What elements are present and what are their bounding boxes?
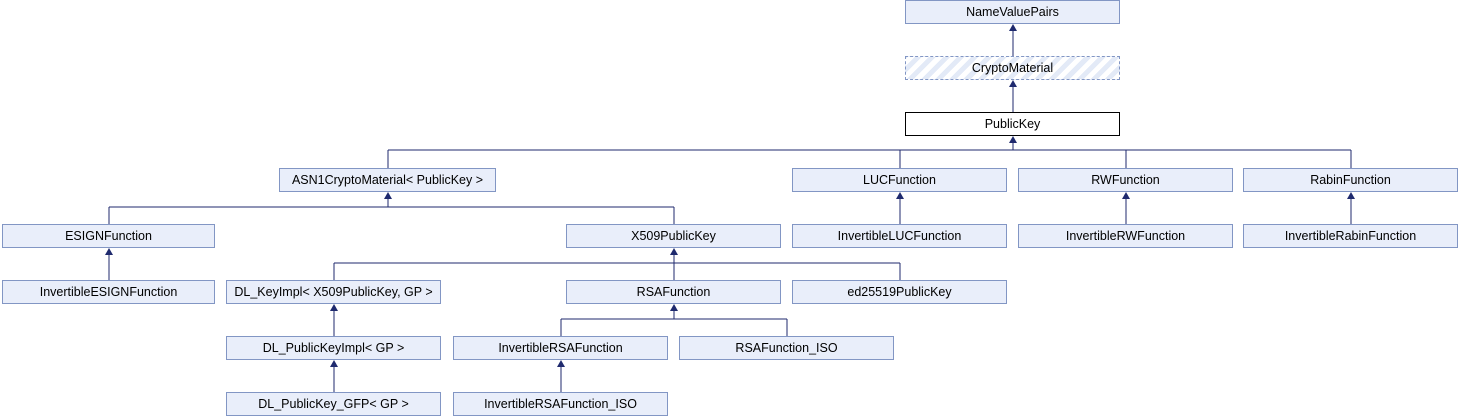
- edge-publickey-cryptomaterial-arrowhead-icon: [1009, 80, 1017, 87]
- class-node-label: InvertibleRWFunction: [1065, 229, 1186, 243]
- class-node-invertiblelucfunction[interactable]: InvertibleLUCFunction: [792, 224, 1007, 248]
- class-node-invertiblersafunction_iso[interactable]: InvertibleRSAFunction_ISO: [453, 392, 668, 416]
- class-node-label: PublicKey: [984, 117, 1041, 131]
- class-node-lucfunction[interactable]: LUCFunction: [792, 168, 1007, 192]
- class-node-label: LUCFunction: [863, 173, 936, 187]
- class-node-dl_keyimpl[interactable]: DL_KeyImpl< X509PublicKey, GP >: [226, 280, 441, 304]
- class-node-label: ESIGNFunction: [65, 229, 152, 243]
- class-node-label: DL_KeyImpl< X509PublicKey, GP >: [234, 285, 433, 299]
- class-node-label: NameValuePairs: [966, 5, 1059, 19]
- edge-publickey-children-arrowhead-icon: [1009, 136, 1017, 143]
- class-node-rwfunction[interactable]: RWFunction: [1018, 168, 1233, 192]
- edge-dl_publickeyimpl-child-arrowhead-icon: [330, 360, 338, 367]
- class-node-label: InvertibleRSAFunction_ISO: [484, 397, 637, 411]
- class-node-label: RSAFunction_ISO: [735, 341, 838, 355]
- class-node-label: RabinFunction: [1310, 173, 1391, 187]
- class-node-cryptomaterial[interactable]: CryptoMaterial: [905, 56, 1120, 80]
- class-node-label: ASN1CryptoMaterial< PublicKey >: [291, 173, 484, 187]
- edge-lucfunction-child-arrowhead-icon: [896, 192, 904, 199]
- class-node-label: RWFunction: [1091, 173, 1160, 187]
- edge-cryptomaterial-namevaluepairs-arrowhead-icon: [1009, 24, 1017, 31]
- edge-asn1cryptomaterial-children-arrowhead-icon: [384, 192, 392, 199]
- edge-rabinfunction-child-arrowhead-icon: [1347, 192, 1355, 199]
- class-node-dl_publickeyimpl[interactable]: DL_PublicKeyImpl< GP >: [226, 336, 441, 360]
- class-node-asn1cryptomaterial[interactable]: ASN1CryptoMaterial< PublicKey >: [279, 168, 496, 192]
- edge-rwfunction-child-arrowhead-icon: [1122, 192, 1130, 199]
- class-node-invertiblerwfunction[interactable]: InvertibleRWFunction: [1018, 224, 1233, 248]
- class-node-label: InvertibleRSAFunction: [498, 341, 623, 355]
- edge-esignfunction-child-arrowhead-icon: [105, 248, 113, 255]
- class-node-label: InvertibleESIGNFunction: [39, 285, 178, 299]
- class-node-ed25519publickey[interactable]: ed25519PublicKey: [792, 280, 1007, 304]
- class-node-invertiblerabinfunction[interactable]: InvertibleRabinFunction: [1243, 224, 1458, 248]
- edge-x509publickey-children-arrowhead-icon: [670, 248, 678, 255]
- class-node-label: InvertibleRabinFunction: [1284, 229, 1417, 243]
- edge-rsafunction-children-arrowhead-icon: [670, 304, 678, 311]
- edge-invertiblersafunction-child-arrowhead-icon: [557, 360, 565, 367]
- class-node-label: RSAFunction: [636, 285, 711, 299]
- class-node-x509publickey[interactable]: X509PublicKey: [566, 224, 781, 248]
- class-node-publickey[interactable]: PublicKey: [905, 112, 1120, 136]
- class-node-label: ed25519PublicKey: [847, 285, 952, 299]
- class-node-label: CryptoMaterial: [971, 61, 1054, 75]
- class-node-label: X509PublicKey: [631, 229, 716, 243]
- class-node-namevaluepairs[interactable]: NameValuePairs: [905, 0, 1120, 24]
- class-node-rsafunction[interactable]: RSAFunction: [566, 280, 781, 304]
- class-node-invertiblersafunction[interactable]: InvertibleRSAFunction: [453, 336, 668, 360]
- class-node-rabinfunction[interactable]: RabinFunction: [1243, 168, 1458, 192]
- class-node-dl_publickey_gfp[interactable]: DL_PublicKey_GFP< GP >: [226, 392, 441, 416]
- class-node-esignfunction[interactable]: ESIGNFunction: [2, 224, 215, 248]
- class-node-label: DL_PublicKeyImpl< GP >: [262, 341, 405, 355]
- class-node-label: DL_PublicKey_GFP< GP >: [258, 397, 409, 411]
- class-node-invertibleesignfunction[interactable]: InvertibleESIGNFunction: [2, 280, 215, 304]
- edge-dl_keyimpl-child-arrowhead-icon: [330, 304, 338, 311]
- class-node-label: InvertibleLUCFunction: [837, 229, 962, 243]
- class-node-rsafunction_iso[interactable]: RSAFunction_ISO: [679, 336, 894, 360]
